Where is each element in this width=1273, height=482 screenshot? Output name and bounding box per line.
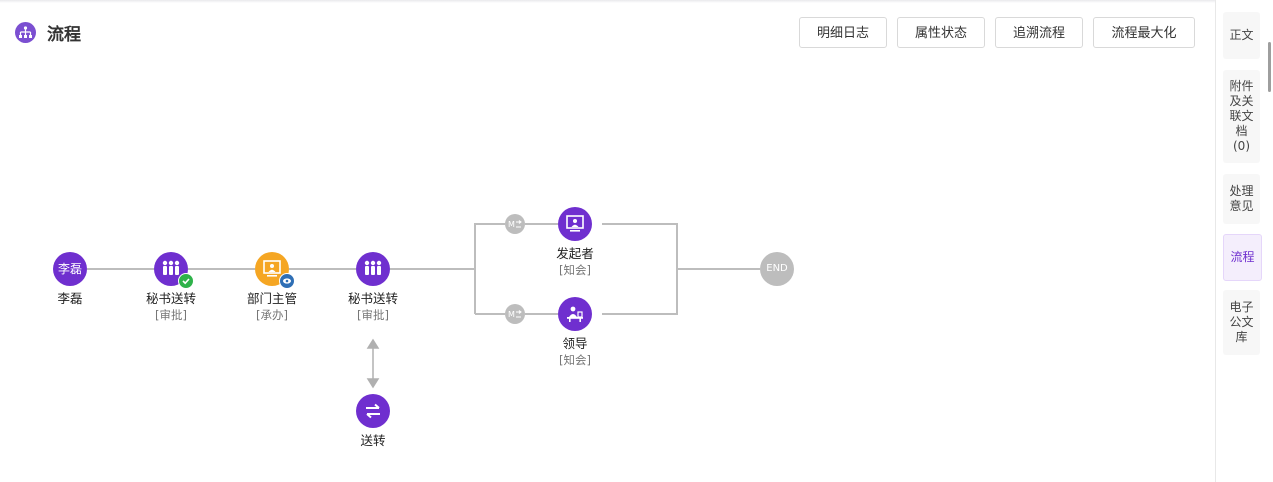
sidebar-item-label: 及关 — [1229, 94, 1254, 108]
flow-connectors — [87, 223, 760, 389]
flow-node-transfer[interactable] — [356, 394, 390, 428]
flow-end-node[interactable]: END — [760, 252, 794, 286]
check-icon — [178, 273, 194, 289]
flow-node-approve[interactable] — [154, 252, 194, 289]
svg-text:M: M — [508, 220, 515, 229]
node-label: 秘书送转 — [145, 291, 196, 306]
sidebar-item-attachments[interactable]: 附件 及关 联文 档 (0) — [1223, 70, 1260, 163]
flow-node-handle[interactable] — [255, 252, 295, 289]
swap-arrows-icon — [366, 403, 380, 419]
sidebar-item-label: 意见 — [1229, 199, 1254, 213]
flow-node-approve[interactable] — [356, 252, 390, 286]
eye-icon — [279, 273, 295, 289]
sidebar-item-label: 流程 — [1230, 250, 1255, 264]
mc-connector-icon: M — [505, 214, 525, 234]
sidebar-item-label: 档 — [1235, 124, 1248, 138]
node-label: 送转 — [360, 433, 386, 448]
top-shadow — [0, 0, 1215, 3]
sidebar-item-label: 联文 — [1229, 109, 1254, 123]
sidebar-item-label: (0) — [1233, 139, 1250, 153]
flow-node-avatar[interactable]: 李磊 — [53, 252, 87, 286]
sidebar-item-document-library[interactable]: 电子 公文 库 — [1223, 290, 1260, 355]
sidebar-item-label: 电子 — [1229, 300, 1254, 314]
property-status-button[interactable]: 属性状态 — [897, 17, 985, 48]
monitor-person-icon — [566, 215, 584, 232]
sidebar-item-body[interactable]: 正文 — [1223, 12, 1260, 59]
sidebar-item-label: 库 — [1235, 330, 1248, 344]
people-group-icon — [162, 260, 180, 275]
page-title: 流程 — [47, 25, 81, 45]
desk-person-icon — [567, 306, 583, 322]
flow-canvas: 李磊 李磊 秘书送转 [审批] 部门主管 [承办] — [0, 66, 1215, 482]
monitor-person-icon — [263, 260, 281, 277]
header: 流程 明细日志 属性状态 追溯流程 流程最大化 — [0, 0, 1215, 66]
sidebar-item-opinions[interactable]: 处理 意见 — [1223, 174, 1260, 224]
svg-text:M: M — [508, 310, 515, 319]
sidebar-item-label: 正文 — [1229, 28, 1254, 42]
node-label: 发起者 — [556, 246, 594, 261]
maximize-flow-button[interactable]: 流程最大化 — [1093, 17, 1195, 48]
scrollbar[interactable] — [1268, 42, 1271, 92]
avatar-text: 李磊 — [57, 262, 82, 276]
sidebar-item-label: 公文 — [1229, 315, 1254, 329]
flow-node-initiator[interactable] — [558, 207, 592, 241]
node-label: 领导 — [562, 336, 588, 351]
node-label: 部门主管 — [246, 291, 297, 306]
node-sublabel: [承办] — [256, 308, 288, 322]
sidebar-item-label: 附件 — [1229, 79, 1254, 93]
flow-chart-icon — [15, 22, 36, 43]
node-sublabel: [审批] — [357, 308, 389, 322]
people-group-icon — [364, 260, 382, 275]
node-label: 秘书送转 — [347, 291, 398, 306]
node-label: 李磊 — [57, 291, 83, 306]
flow-node-leader[interactable] — [558, 297, 592, 331]
right-sidebar: 正文 附件 及关 联文 档 (0) 处理 意见 流程 电子 公文 库 — [1215, 0, 1273, 482]
node-sublabel: [知会] — [559, 263, 591, 277]
trace-flow-button[interactable]: 追溯流程 — [995, 17, 1083, 48]
detail-log-button[interactable]: 明细日志 — [799, 17, 887, 48]
sidebar-item-label: 处理 — [1229, 184, 1254, 198]
mc-connector-icon: M — [505, 304, 525, 324]
node-sublabel: [知会] — [559, 353, 591, 367]
node-sublabel: [审批] — [155, 308, 187, 322]
sidebar-item-flow[interactable]: 流程 — [1223, 234, 1262, 281]
